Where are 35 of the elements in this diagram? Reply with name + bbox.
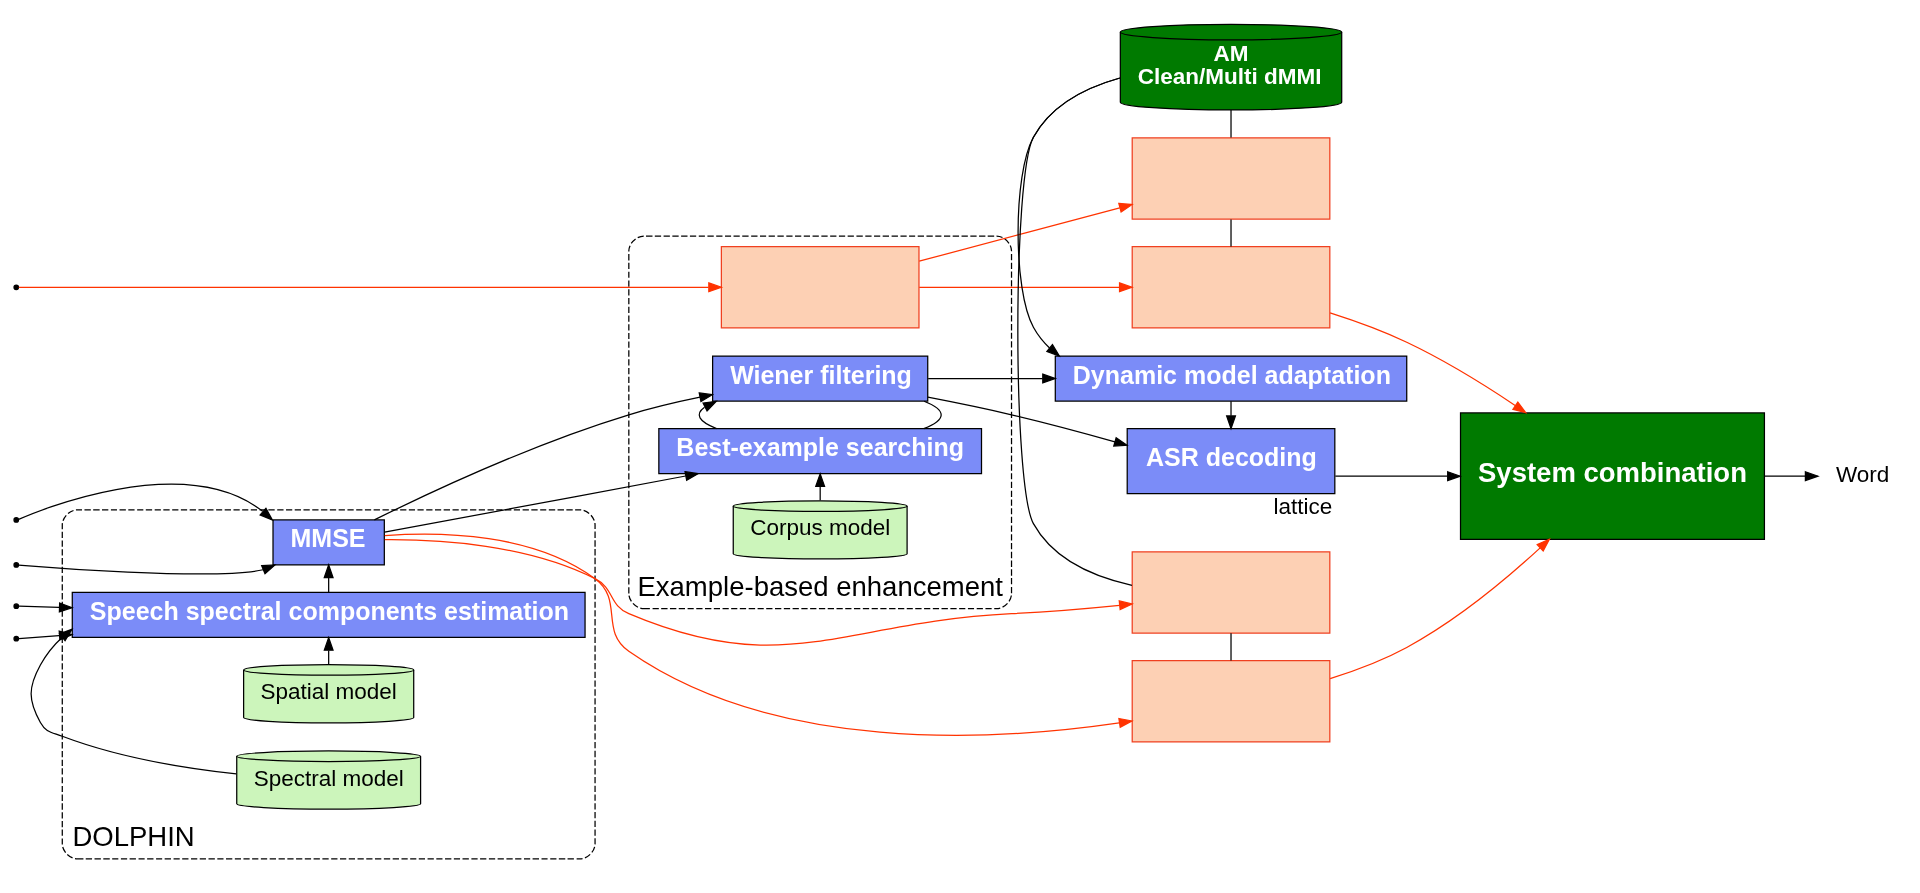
node-box: System combination xyxy=(1459,412,1765,540)
arrow xyxy=(926,396,1129,447)
node-box: Speech spectral components estimation xyxy=(71,591,586,639)
arrow xyxy=(383,533,1134,736)
arrow xyxy=(918,202,1134,262)
arrow xyxy=(1328,312,1527,414)
node-label: lattice xyxy=(1273,494,1332,520)
node-box: Wiener filtering xyxy=(711,355,928,402)
node-box: Best-example searching xyxy=(657,427,982,475)
arrow xyxy=(1016,77,1121,358)
connector xyxy=(1016,77,1133,586)
arrow xyxy=(927,373,1057,384)
arrow xyxy=(17,602,74,613)
arrow xyxy=(383,470,700,533)
arrow xyxy=(1225,400,1236,431)
node-text: Word xyxy=(1835,461,1889,487)
arrow xyxy=(17,282,723,293)
node-box: Dynamic model adaptation xyxy=(1054,355,1407,402)
arrow xyxy=(1334,470,1462,482)
arrow xyxy=(383,539,1134,646)
arrow xyxy=(1763,470,1820,482)
node-box xyxy=(720,246,920,329)
arrow xyxy=(17,564,277,575)
node-box xyxy=(1131,551,1330,634)
node-box xyxy=(1131,659,1330,743)
connector xyxy=(1229,109,1232,139)
arrow xyxy=(698,400,718,430)
node-box xyxy=(1131,137,1330,220)
node-box: MMSE xyxy=(271,519,385,566)
arrow xyxy=(918,282,1134,293)
node-box xyxy=(1131,246,1330,329)
connector xyxy=(922,400,942,430)
arrow xyxy=(373,392,714,521)
arrow xyxy=(1329,538,1551,680)
arrow xyxy=(17,483,274,522)
